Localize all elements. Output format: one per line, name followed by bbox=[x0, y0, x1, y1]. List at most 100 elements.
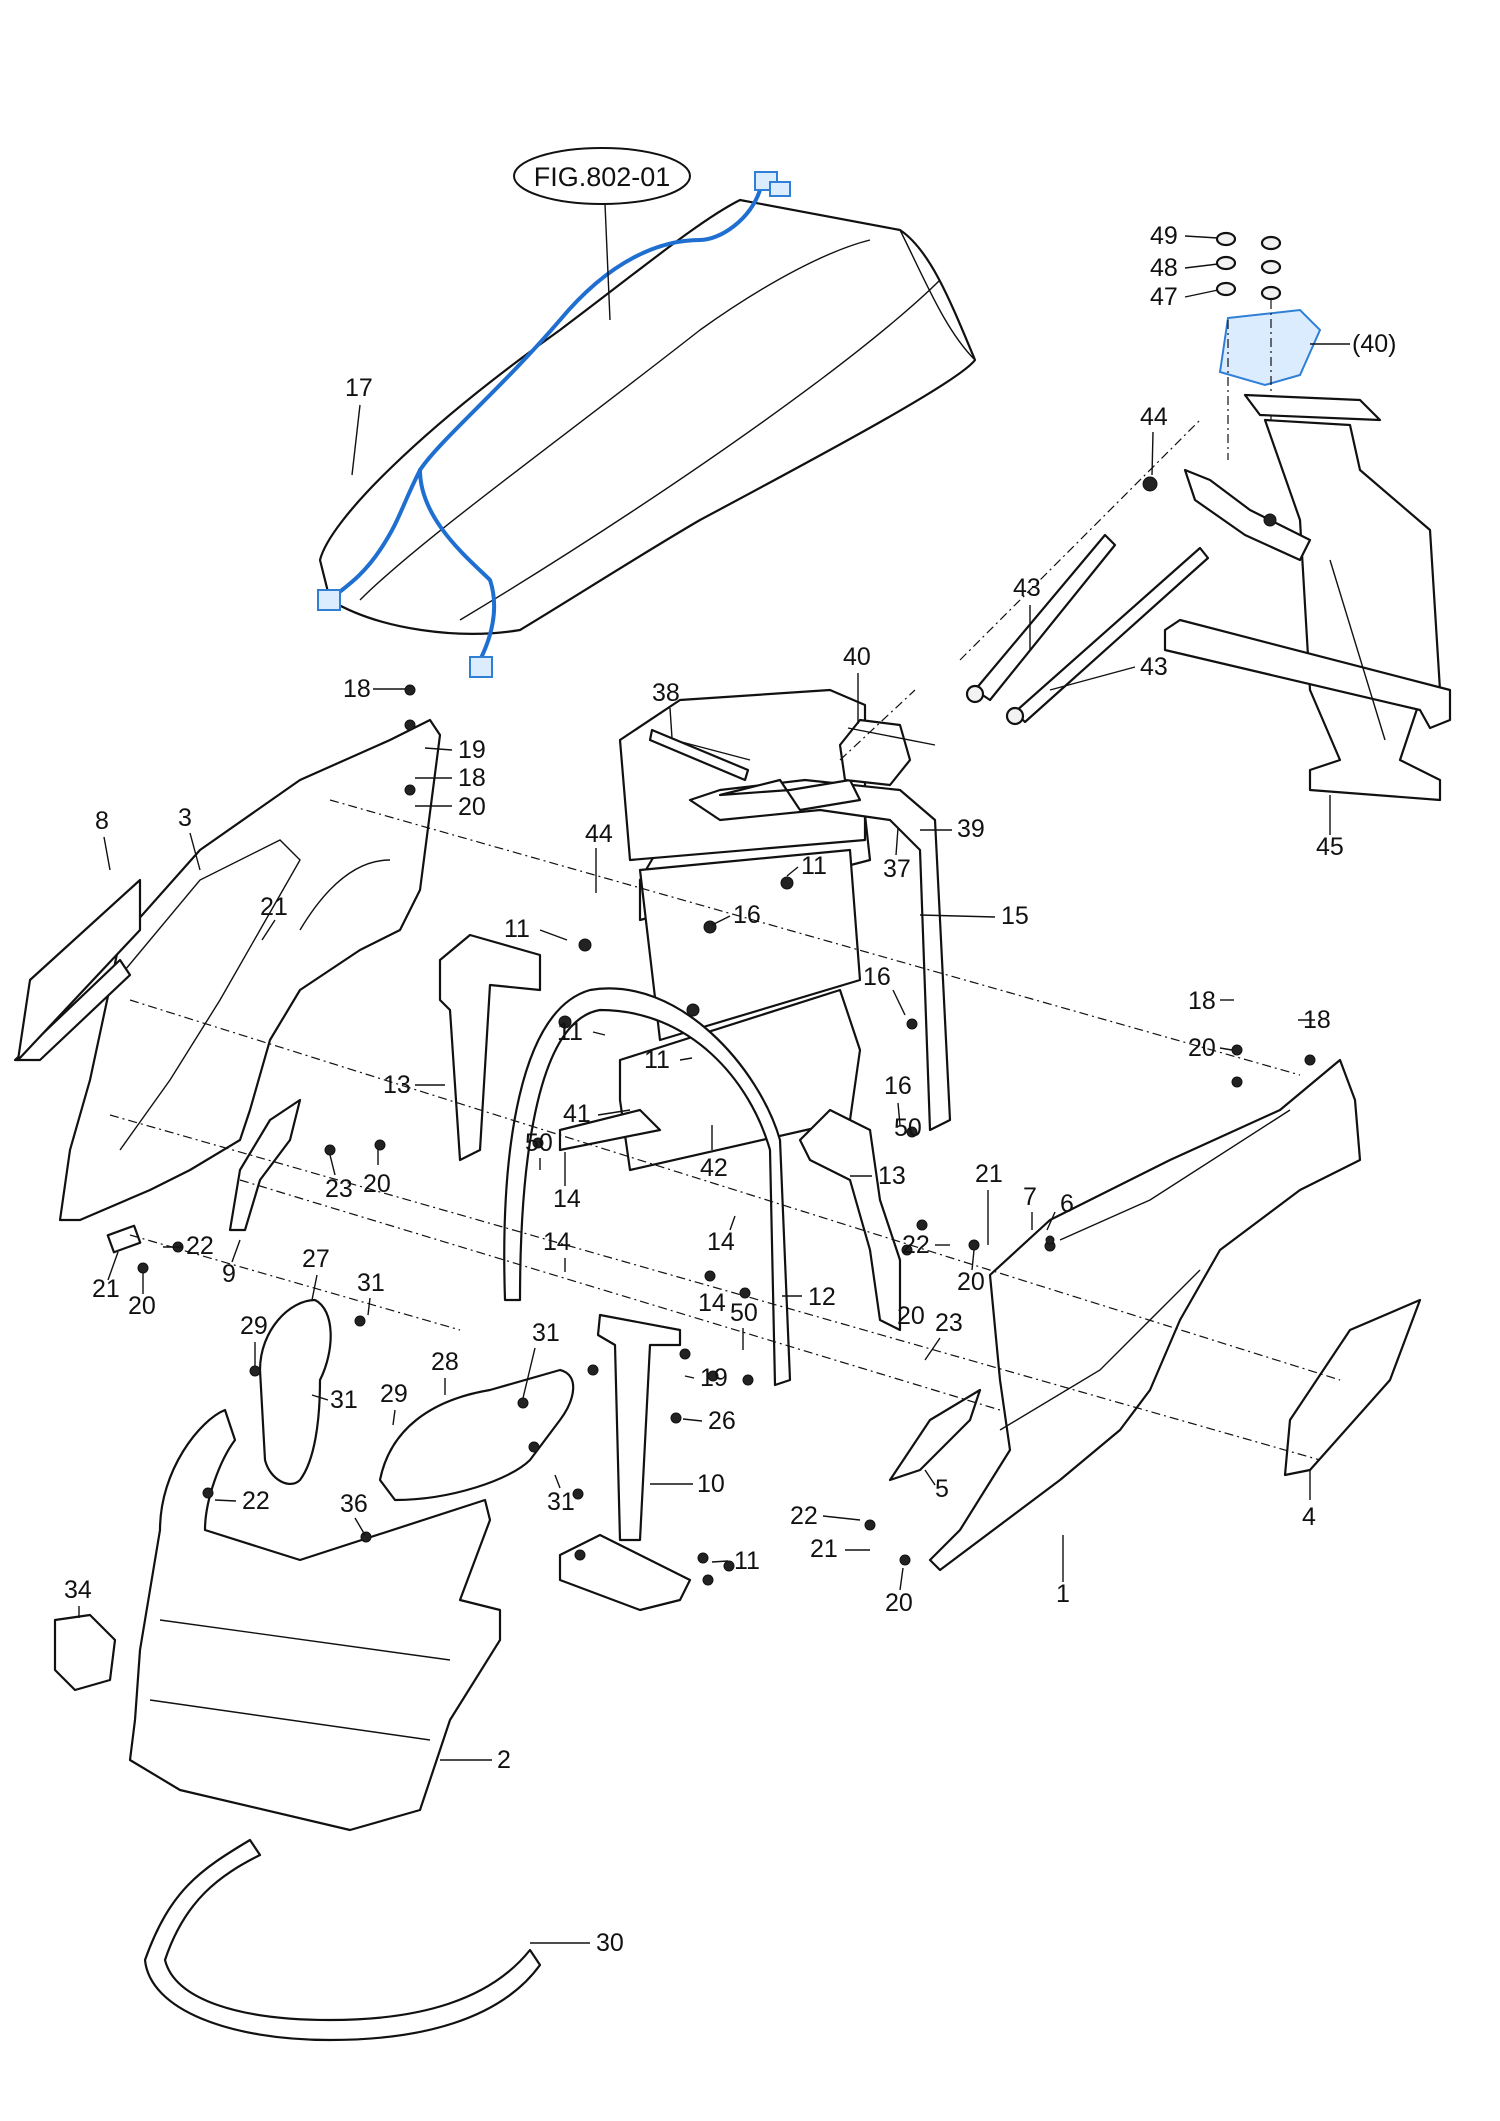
callout-26: 26 bbox=[708, 1407, 736, 1435]
callout-50-left: 50 bbox=[525, 1129, 553, 1157]
callout-16-a: 16 bbox=[733, 901, 761, 929]
callout-3: 3 bbox=[178, 804, 192, 832]
callout-28: 28 bbox=[431, 1348, 459, 1376]
callout-22-d: 22 bbox=[242, 1487, 270, 1515]
callout-43-bottom: 43 bbox=[1140, 653, 1168, 681]
callout-20-b: 20 bbox=[363, 1170, 391, 1198]
callout-20-g: 20 bbox=[885, 1589, 913, 1617]
callout-21-d: 21 bbox=[810, 1535, 838, 1563]
callout-39: 39 bbox=[957, 815, 985, 843]
trim-strip-part-30 bbox=[143, 1838, 542, 2042]
callout-12: 12 bbox=[808, 1283, 836, 1311]
callout-2: 2 bbox=[497, 1746, 511, 1774]
callout-7: 7 bbox=[1023, 1183, 1037, 1211]
callout-48: 48 bbox=[1150, 254, 1178, 282]
lamp-part-27 bbox=[258, 1298, 332, 1485]
callout-14-a: 14 bbox=[553, 1185, 581, 1213]
callout-40-ref: (40) bbox=[1352, 330, 1396, 358]
connector-icon bbox=[469, 656, 493, 678]
callout-45: 45 bbox=[1316, 833, 1344, 861]
callout-14-b: 14 bbox=[543, 1228, 571, 1256]
callout-14-d: 14 bbox=[698, 1289, 726, 1317]
callout-31-a: 31 bbox=[357, 1269, 385, 1297]
hood-part-17 bbox=[318, 198, 977, 635]
callout-11-b: 11 bbox=[504, 915, 530, 943]
callout-10: 10 bbox=[697, 1470, 725, 1498]
panel-part-9 bbox=[228, 1098, 302, 1232]
callout-44-left: 44 bbox=[585, 820, 613, 848]
callout-21-c: 21 bbox=[975, 1160, 1003, 1188]
callouts: 17 49 48 47 (40) 44 43 43 45 38 40 39 37… bbox=[64, 222, 1396, 1957]
figure-reference-text: FIG.802-01 bbox=[534, 162, 671, 192]
callout-20-a: 20 bbox=[458, 793, 486, 821]
nut-44-icon bbox=[1142, 476, 1158, 492]
headlight-part-28 bbox=[378, 1368, 575, 1502]
connector-icon bbox=[317, 589, 341, 611]
callout-18-a: 18 bbox=[343, 675, 371, 703]
callout-13-left: 13 bbox=[383, 1071, 411, 1099]
callout-11-c: 11 bbox=[557, 1018, 583, 1046]
callout-20-c: 20 bbox=[128, 1292, 156, 1320]
callout-11-a: 11 bbox=[801, 852, 827, 880]
callout-36: 36 bbox=[340, 1490, 368, 1518]
callout-17: 17 bbox=[345, 374, 373, 402]
frame-part-15 bbox=[688, 778, 952, 1132]
right-side-panel-part-1 bbox=[888, 1058, 1422, 1572]
callout-22-b: 22 bbox=[902, 1231, 930, 1259]
callout-6: 6 bbox=[1060, 1190, 1074, 1218]
callout-49: 49 bbox=[1150, 222, 1178, 250]
panel-part-4 bbox=[1283, 1298, 1422, 1477]
callout-50-bottom: 50 bbox=[730, 1299, 758, 1327]
callout-18-d: 18 bbox=[1188, 987, 1216, 1015]
callout-47: 47 bbox=[1150, 283, 1178, 311]
callout-40: 40 bbox=[843, 643, 871, 671]
callout-15: 15 bbox=[1001, 902, 1029, 930]
callout-1: 1 bbox=[1056, 1580, 1070, 1608]
callout-11-d: 11 bbox=[644, 1046, 670, 1074]
front-grille-part-2 bbox=[53, 1408, 542, 2042]
gas-struts-part-43 bbox=[965, 533, 1210, 726]
callout-21-b: 21 bbox=[92, 1275, 120, 1303]
callout-13-right: 13 bbox=[878, 1162, 906, 1190]
callout-27: 27 bbox=[302, 1245, 330, 1273]
callout-30: 30 bbox=[596, 1929, 624, 1957]
callout-37: 37 bbox=[883, 855, 911, 883]
callout-14-c: 14 bbox=[707, 1228, 735, 1256]
callout-23-b: 23 bbox=[935, 1309, 963, 1337]
arch-part-41 bbox=[503, 987, 792, 1387]
rod-part-38 bbox=[648, 728, 750, 782]
callout-19-b: 19 bbox=[700, 1364, 728, 1392]
callout-31-d: 31 bbox=[547, 1488, 575, 1516]
callout-29-a: 29 bbox=[240, 1312, 268, 1340]
panel-part-8 bbox=[13, 958, 132, 1062]
left-side-panel-part-3 bbox=[13, 718, 442, 1254]
callout-22-c: 22 bbox=[790, 1502, 818, 1530]
callout-8: 8 bbox=[95, 807, 109, 835]
hinge-bracket bbox=[1142, 468, 1312, 562]
bracket-hardware-stack bbox=[1215, 231, 1350, 460]
callout-4: 4 bbox=[1302, 1503, 1316, 1531]
callout-23-a: 23 bbox=[325, 1175, 353, 1203]
callout-19-a: 19 bbox=[458, 736, 486, 764]
callout-43-top: 43 bbox=[1013, 574, 1041, 602]
wire-harness bbox=[317, 171, 791, 678]
support-stand-part-45 bbox=[1163, 393, 1452, 802]
bracket-40-highlight bbox=[1218, 308, 1322, 387]
callout-50-right: 50 bbox=[894, 1114, 922, 1142]
callout-16-c: 16 bbox=[884, 1072, 912, 1100]
assembly-lines bbox=[109, 419, 1341, 1461]
callout-22-a: 22 bbox=[186, 1232, 214, 1260]
callout-20-d: 20 bbox=[1188, 1034, 1216, 1062]
callout-20-f: 20 bbox=[897, 1302, 925, 1330]
emblem-part-34 bbox=[53, 1613, 117, 1692]
callout-5: 5 bbox=[935, 1475, 949, 1503]
callout-41: 41 bbox=[563, 1100, 591, 1128]
callout-44-right: 44 bbox=[1140, 403, 1168, 431]
callout-21-a: 21 bbox=[260, 893, 288, 921]
callout-11-e: 11 bbox=[734, 1547, 760, 1575]
bracket-part-10 bbox=[596, 1313, 682, 1542]
figure-reference: FIG.802-01 bbox=[513, 147, 691, 321]
callout-29-b: 29 bbox=[380, 1380, 408, 1408]
